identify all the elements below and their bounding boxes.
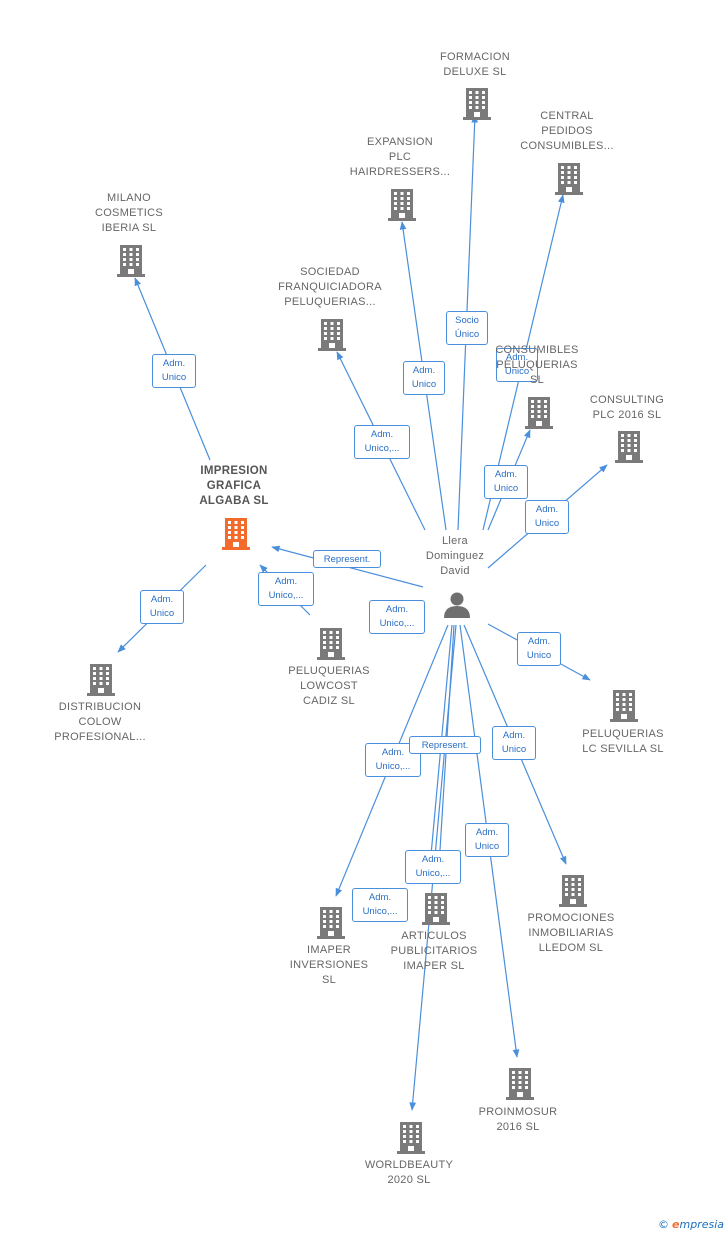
edge-label-distribucion[interactable]: Adm. Unico xyxy=(140,590,184,624)
sevilla-building-icon[interactable] xyxy=(610,690,638,722)
person-label[interactable]: Llera Dominguez David xyxy=(425,535,485,577)
consumibles-label[interactable]: CONSUMIBLES PELUQUERIAS SL xyxy=(495,344,579,386)
person-icon[interactable] xyxy=(444,592,470,619)
edge-label-central[interactable]: Adm. Unico xyxy=(496,348,538,382)
impresion-grafica-building-icon[interactable] xyxy=(222,518,250,550)
impresion-grafica-label[interactable]: IMPRESION GRAFICA ALGABA SL xyxy=(199,465,269,507)
brand-logo-initial: e xyxy=(672,1218,680,1231)
edge-label-impresion[interactable]: Represent. xyxy=(313,550,381,568)
edge-label-formacion[interactable]: Socio Único xyxy=(446,311,488,345)
edge-label-proinmosur[interactable]: Adm. Unico xyxy=(465,823,509,857)
formacion-label[interactable]: FORMACION DELUXE SL xyxy=(440,50,510,78)
imaper-building-icon[interactable] xyxy=(317,907,345,939)
lowcost-label[interactable]: PELUQUERIAS LOWCOST CADIZ SL xyxy=(288,665,370,707)
edge-label-lowcost[interactable]: Adm. Unico,... xyxy=(258,572,314,606)
consulting-label[interactable]: CONSULTING PLC 2016 SL xyxy=(589,393,665,421)
edge-label-self[interactable]: Adm. Unico,... xyxy=(369,600,425,634)
formacion-building-icon[interactable] xyxy=(463,88,491,120)
proinmosur-building-icon[interactable] xyxy=(506,1068,534,1100)
edge-label-expansion[interactable]: Adm. Unico xyxy=(403,361,445,395)
edge-label-articulos2[interactable]: Adm. Unico,... xyxy=(405,850,461,884)
edge-label-promociones[interactable]: Adm. Unico xyxy=(492,726,536,760)
lowcost-building-icon[interactable] xyxy=(317,628,345,660)
worldbeauty-label[interactable]: WORLDBEAUTY 2020 SL xyxy=(364,1158,454,1186)
sociedad-building-icon[interactable] xyxy=(318,319,346,351)
edge-label-worldbeauty[interactable]: Adm. Unico,... xyxy=(352,888,408,922)
proinmosur-label[interactable]: PROINMOSUR 2016 SL xyxy=(478,1105,558,1133)
imaper-label[interactable]: IMAPER INVERSIONES SL xyxy=(289,944,369,986)
articulos-building-icon[interactable] xyxy=(422,893,450,925)
edge-label-articulos[interactable]: Represent. xyxy=(409,736,481,754)
promociones-building-icon[interactable] xyxy=(559,875,587,907)
consulting-building-icon[interactable] xyxy=(615,431,643,463)
edge-label-consulting[interactable]: Adm. Unico xyxy=(525,500,569,534)
milano-label[interactable]: MILANO COSMETICS IBERIA SL xyxy=(94,192,164,234)
sociedad-label[interactable]: SOCIEDAD FRANQUICIADORA PELUQUERIAS... xyxy=(278,266,382,308)
articulos-label[interactable]: ARTICULOS PUBLICITARIOS IMAPER SL xyxy=(390,930,478,972)
edge-label-sociedad[interactable]: Adm. Unico,... xyxy=(354,425,410,459)
brand-logo-text: mpresia xyxy=(679,1218,724,1231)
edge-label-milano[interactable]: Adm. Unico xyxy=(152,354,196,388)
brand-footer: ©empresia xyxy=(658,1218,724,1231)
edge-label-consumibles[interactable]: Adm. Unico xyxy=(484,465,528,499)
edge-label-sevilla[interactable]: Adm. Unico xyxy=(517,632,561,666)
consumibles-building-icon[interactable] xyxy=(525,397,553,429)
sevilla-label[interactable]: PELUQUERIAS LC SEVILLA SL xyxy=(582,727,664,755)
copyright-icon: © xyxy=(658,1218,670,1231)
promociones-label[interactable]: PROMOCIONES INMOBILIARIAS LLEDOM SL xyxy=(527,912,615,954)
expansion-label[interactable]: EXPANSION PLC HAIRDRESSERS... xyxy=(349,136,451,178)
worldbeauty-building-icon[interactable] xyxy=(397,1122,425,1154)
distribucion-label[interactable]: DISTRIBUCION COLOW PROFESIONAL... xyxy=(54,701,146,743)
central-label[interactable]: CENTRAL PEDIDOS CONSUMIBLES... xyxy=(520,110,614,152)
central-building-icon[interactable] xyxy=(555,163,583,195)
milano-building-icon[interactable] xyxy=(117,245,145,277)
expansion-building-icon[interactable] xyxy=(388,189,416,221)
distribucion-building-icon[interactable] xyxy=(87,664,115,696)
